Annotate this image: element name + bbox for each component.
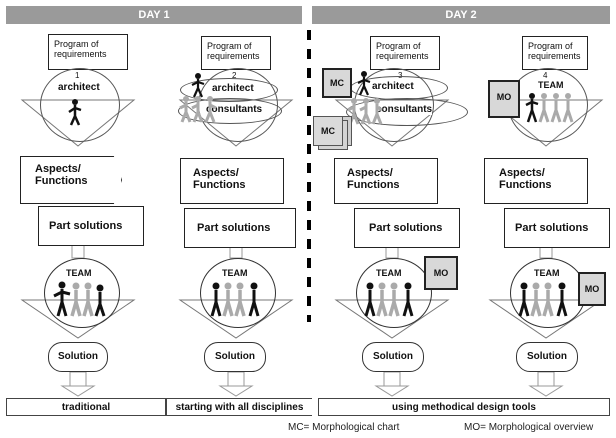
solution-label: Solution — [58, 351, 98, 362]
program-line2: requirements — [376, 51, 429, 61]
program-box-2: Program of requirements — [201, 36, 271, 70]
aspects-functions-box-1: Aspects/ Functions — [20, 156, 122, 204]
caption-all-disciplines: starting with all disciplines — [166, 398, 312, 416]
mo-tool-box-top: MO — [488, 80, 520, 118]
aspects-line1: Aspects/ — [193, 167, 239, 179]
mc-stack-front: MC — [313, 116, 343, 146]
program-box-1: Program of requirements — [48, 34, 128, 70]
team-circle-2 — [200, 258, 276, 328]
aspects-line2: Functions — [499, 179, 552, 191]
solution-pill-4: Solution — [516, 342, 578, 372]
team-label-4: TEAM — [534, 268, 560, 278]
team-label-top-4: TEAM — [538, 80, 564, 90]
mc-label: MC — [330, 78, 344, 88]
solution-label: Solution — [527, 351, 567, 362]
team-figures-icon — [518, 282, 568, 317]
legend-mc: MC= Morphological chart — [288, 422, 400, 433]
team-label-3: TEAM — [376, 268, 402, 278]
part-solutions-box-1: Part solutions — [38, 206, 144, 246]
program-box-3: Program of requirements — [370, 36, 440, 70]
aspects-line2: Functions — [35, 175, 88, 187]
legend-mo: MO= Morphological overview — [464, 422, 594, 433]
aspects-line2: Functions — [193, 179, 246, 191]
solution-label: Solution — [373, 351, 413, 362]
caption-traditional-label: traditional — [61, 402, 111, 413]
mo-label-top: MO — [496, 92, 512, 102]
consultants-figures-icon — [347, 98, 383, 125]
mc-stack-label: MC — [321, 126, 335, 136]
program-line2: requirements — [528, 51, 581, 61]
day1-label: DAY 1 — [138, 9, 170, 21]
actor-circle-1 — [40, 68, 120, 142]
solution-label: Solution — [215, 351, 255, 362]
team-circle-1 — [44, 258, 120, 328]
program-line1: Program of — [54, 39, 99, 49]
team-figures-icon — [210, 282, 260, 317]
program-line2: requirements — [54, 49, 107, 59]
consultants-oval-2 — [178, 98, 282, 124]
part-solutions-label: Part solutions — [369, 222, 443, 234]
consultants-figures-icon — [179, 96, 217, 123]
aspects-line1: Aspects/ — [35, 163, 81, 175]
mo-label-team-3: MO — [433, 268, 449, 278]
program-box-4: Program of requirements — [522, 36, 588, 70]
architect-label-2: architect — [212, 83, 254, 94]
part-solutions-box-3: Part solutions — [354, 208, 460, 248]
aspects-line1: Aspects/ — [499, 167, 545, 179]
mo-tool-box-team-3: MO — [424, 256, 458, 290]
consultants-label-3: consultants — [376, 104, 433, 115]
team-label-1: TEAM — [66, 268, 92, 278]
architect-label-3: architect — [372, 81, 414, 92]
aspects-line2: Functions — [347, 179, 400, 191]
architect-figure-icon — [68, 99, 82, 126]
program-line1: Program of — [207, 41, 252, 51]
day2-header: DAY 2 — [312, 6, 610, 24]
aspects-functions-box-2: Aspects/ Functions — [180, 158, 284, 204]
solution-pill-3: Solution — [362, 342, 424, 372]
consultants-oval-3 — [346, 98, 468, 126]
solution-pill-2: Solution — [204, 342, 266, 372]
team-figures-icon — [53, 281, 106, 317]
consultants-label-2: consultants — [206, 104, 263, 115]
caption-traditional: traditional — [6, 398, 166, 416]
part-solutions-label: Part solutions — [515, 222, 589, 234]
part-solutions-label: Part solutions — [197, 222, 271, 234]
team-figures-icon — [525, 93, 574, 123]
architect-figure-icon — [357, 71, 371, 96]
part-solutions-box-2: Part solutions — [184, 208, 296, 248]
part-solutions-box-4: Part solutions — [504, 208, 610, 248]
architect-figure-icon — [191, 73, 205, 98]
aspects-functions-box-4: Aspects/ Functions — [484, 158, 588, 204]
architect-label-1: architect — [58, 82, 100, 93]
team-label-2: TEAM — [222, 268, 248, 278]
caption-methodical-label: using methodical design tools — [392, 402, 536, 413]
program-line2: requirements — [207, 51, 260, 61]
aspects-functions-box-3: Aspects/ Functions — [334, 158, 438, 204]
mc-tool-box: MC — [322, 68, 352, 98]
mo-tool-box-team-4: MO — [578, 272, 606, 306]
mo-label-team-4: MO — [584, 284, 600, 294]
aspects-line1: Aspects/ — [347, 167, 393, 179]
team-circle-3 — [356, 258, 432, 328]
program-line1: Program of — [528, 41, 573, 51]
caption-all-disciplines-label: starting with all disciplines — [175, 402, 304, 413]
solution-pill-1: Solution — [48, 342, 108, 372]
caption-methodical: using methodical design tools — [318, 398, 610, 416]
day1-header: DAY 1 — [6, 6, 302, 24]
part-solutions-label: Part solutions — [49, 220, 123, 232]
day2-label: DAY 2 — [445, 9, 477, 21]
team-figures-icon — [364, 282, 414, 317]
program-line1: Program of — [376, 41, 421, 51]
